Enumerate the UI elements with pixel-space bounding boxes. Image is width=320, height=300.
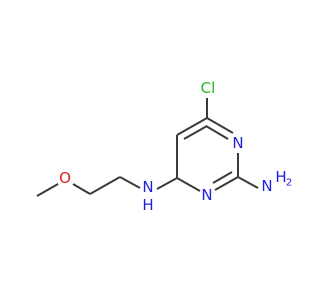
bond-c2-n3 bbox=[214, 176, 239, 191]
secondary-amine-nitrogen-label: N bbox=[142, 178, 153, 196]
bond-nh-ch2 bbox=[119, 176, 141, 189]
bond-c6-n1 bbox=[206, 117, 234, 134]
amino-nitrogen-label: N bbox=[261, 177, 272, 195]
bond-n3-c4 bbox=[176, 177, 201, 192]
amino-hydrogen-subscript: 2 bbox=[286, 178, 292, 189]
bond-c5-c6-double bbox=[183, 125, 208, 140]
bond-ch2-ch2 bbox=[89, 176, 121, 195]
bond-ch2-o bbox=[72, 183, 91, 195]
bonds bbox=[36, 98, 259, 197]
atom-labels: Cl N N N H N H 2 O bbox=[59, 79, 292, 214]
bond-o-ch3 bbox=[36, 183, 59, 197]
chlorine-label: Cl bbox=[201, 79, 216, 97]
bond-c5-c6 bbox=[176, 117, 208, 136]
molecule-structure: Cl N N N H N H 2 O bbox=[36, 79, 292, 214]
ring-nitrogen-bottom-label: N bbox=[201, 186, 212, 204]
ring-nitrogen-right-label: N bbox=[232, 134, 243, 152]
bond-c6-n1-double bbox=[205, 125, 229, 140]
bond-c2-n3-double bbox=[212, 171, 233, 184]
bond-c4-nh bbox=[156, 177, 178, 190]
amino-hydrogen-label: H bbox=[275, 168, 286, 186]
secondary-amine-hydrogen-label: H bbox=[142, 196, 153, 214]
ether-oxygen-label: O bbox=[59, 169, 71, 187]
bond-c2-nh2 bbox=[237, 176, 259, 189]
